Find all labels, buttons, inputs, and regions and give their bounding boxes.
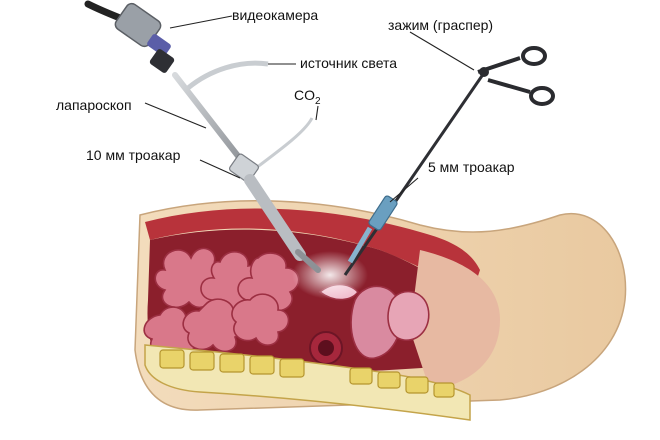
spine (144, 344, 471, 421)
laparoscope (84, 0, 321, 273)
scope-shaft-upper (172, 72, 248, 168)
label-light-source: источник света (300, 55, 397, 71)
light-cable (186, 60, 269, 90)
trocar-10-shaft (244, 174, 306, 261)
labels: видеокамера источник света CO2 лапароско… (56, 7, 515, 175)
label-trocar-5: 5 мм троакар (428, 159, 515, 175)
trocar-5-leader (389, 177, 419, 203)
label-camera: видеокамера (232, 7, 318, 23)
label-co2-subscript: 2 (315, 96, 321, 107)
uterus (350, 285, 402, 359)
label-co2-main: CO (294, 87, 315, 103)
pelvic-tissue (410, 250, 500, 390)
grasper-handle (477, 46, 555, 106)
co2-leader (315, 105, 319, 121)
camera-leader (169, 15, 233, 29)
leader-lines (144, 15, 475, 203)
trocar-5-sleeve (347, 226, 373, 264)
camera-coupler (149, 49, 175, 73)
grasper (343, 46, 555, 276)
abdominal-wall (145, 208, 480, 300)
trocar-5-body (368, 195, 398, 231)
camera-cable (84, 0, 124, 22)
grasper-shaft (343, 69, 488, 276)
colon (309, 331, 343, 365)
label-trocar-10: 10 мм троакар (86, 147, 181, 163)
vertebrae (159, 349, 455, 398)
scope-tip (295, 249, 321, 273)
label-grasper: зажим (граспер) (388, 17, 493, 33)
camera-blue-ring (147, 34, 171, 56)
bladder (387, 290, 430, 341)
label-laparoscope: лапароскоп (56, 97, 132, 113)
laparoscope-leader (144, 102, 207, 129)
grasper-leader (409, 31, 475, 71)
intestine-loop-6 (231, 293, 290, 346)
trocar-10-leader (199, 159, 241, 179)
intestines (143, 247, 300, 356)
label-co2: CO2 (294, 87, 321, 107)
